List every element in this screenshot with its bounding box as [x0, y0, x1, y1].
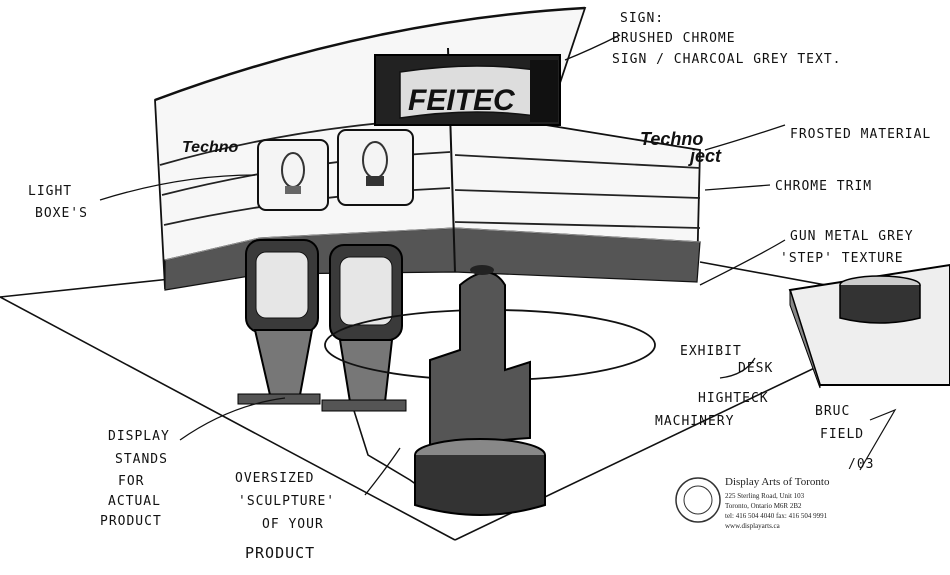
display-stand-left	[237, 239, 321, 405]
note-sculpture-3: OF YOUR	[262, 517, 324, 532]
leader-lines	[99, 34, 786, 496]
note-gunmetal-1: GUN METAL GREY	[790, 229, 914, 244]
note-machinery-1: HIGHTECK	[698, 391, 769, 406]
note-sign-3: SIGN / CHARCOAL GREY TEXT.	[612, 52, 842, 67]
wall-brand-right-bottom: ject	[688, 146, 722, 166]
artist-signature: BRUC FIELD /03	[815, 404, 897, 472]
wall-brand-right-top: Techno	[640, 129, 703, 149]
note-desk-2: DESK	[738, 361, 773, 376]
note-sign-2: BRUSHED CHROME	[612, 31, 736, 46]
sculpture	[414, 265, 546, 516]
annotation-sculpture: OVERSIZED 'SCULPTURE' OF YOUR PRODUCT	[235, 471, 335, 562]
note-stands-4: ACTUAL	[108, 494, 161, 509]
studio-address-1: 225 Sterling Road, Unit 103	[725, 492, 805, 500]
note-machinery-2: MACHINERY	[655, 414, 734, 429]
note-stands-3: FOR	[118, 474, 144, 489]
light-box-right	[337, 129, 414, 206]
studio-logo	[675, 477, 721, 523]
exhibit-desk	[788, 263, 950, 389]
studio-phone: tel: 416 504 4040 fax: 416 504 9991	[725, 512, 828, 520]
note-light-1: LIGHT	[28, 184, 72, 199]
wall-brand-left: Techno	[182, 139, 239, 156]
note-gunmetal-2: 'STEP' TEXTURE	[780, 251, 904, 266]
annotation-sign: SIGN: BRUSHED CHROME SIGN / CHARCOAL GRE…	[612, 11, 842, 67]
note-desk-1: EXHIBIT	[680, 344, 742, 359]
note-light-2: BOXE'S	[35, 206, 88, 221]
annotation-stands: DISPLAY STANDS FOR ACTUAL PRODUCT	[100, 429, 170, 529]
note-stands-2: STANDS	[115, 452, 168, 467]
note-sign-1: SIGN:	[620, 11, 664, 26]
note-sculpture-4: PRODUCT	[245, 544, 315, 562]
studio-name: Display Arts of Toronto	[725, 476, 830, 488]
note-sculpture-2: 'SCULPTURE'	[238, 494, 335, 509]
note-stands-1: DISPLAY	[108, 429, 170, 444]
note-sculpture-1: OVERSIZED	[235, 471, 314, 486]
studio-address-2: Toronto, Ontario M6R 2B2	[725, 502, 802, 510]
display-stand-right	[321, 244, 407, 412]
note-stands-5: PRODUCT	[100, 514, 162, 529]
note-chrome-trim: CHROME TRIM	[775, 179, 872, 194]
studio-web: www.displayarts.ca	[725, 522, 781, 530]
signature-name-2: FIELD	[820, 427, 864, 442]
studio-stamp: Display Arts of Toronto 225 Sterling Roa…	[675, 476, 830, 530]
chrome-sign: FEITEC	[374, 54, 561, 126]
signature-name-1: BRUC	[815, 404, 850, 419]
signature-year: /03	[848, 457, 874, 472]
light-box-left	[257, 139, 329, 211]
sign-brand-text: FEITEC	[408, 84, 516, 117]
note-frosted: FROSTED MATERIAL	[790, 127, 931, 142]
